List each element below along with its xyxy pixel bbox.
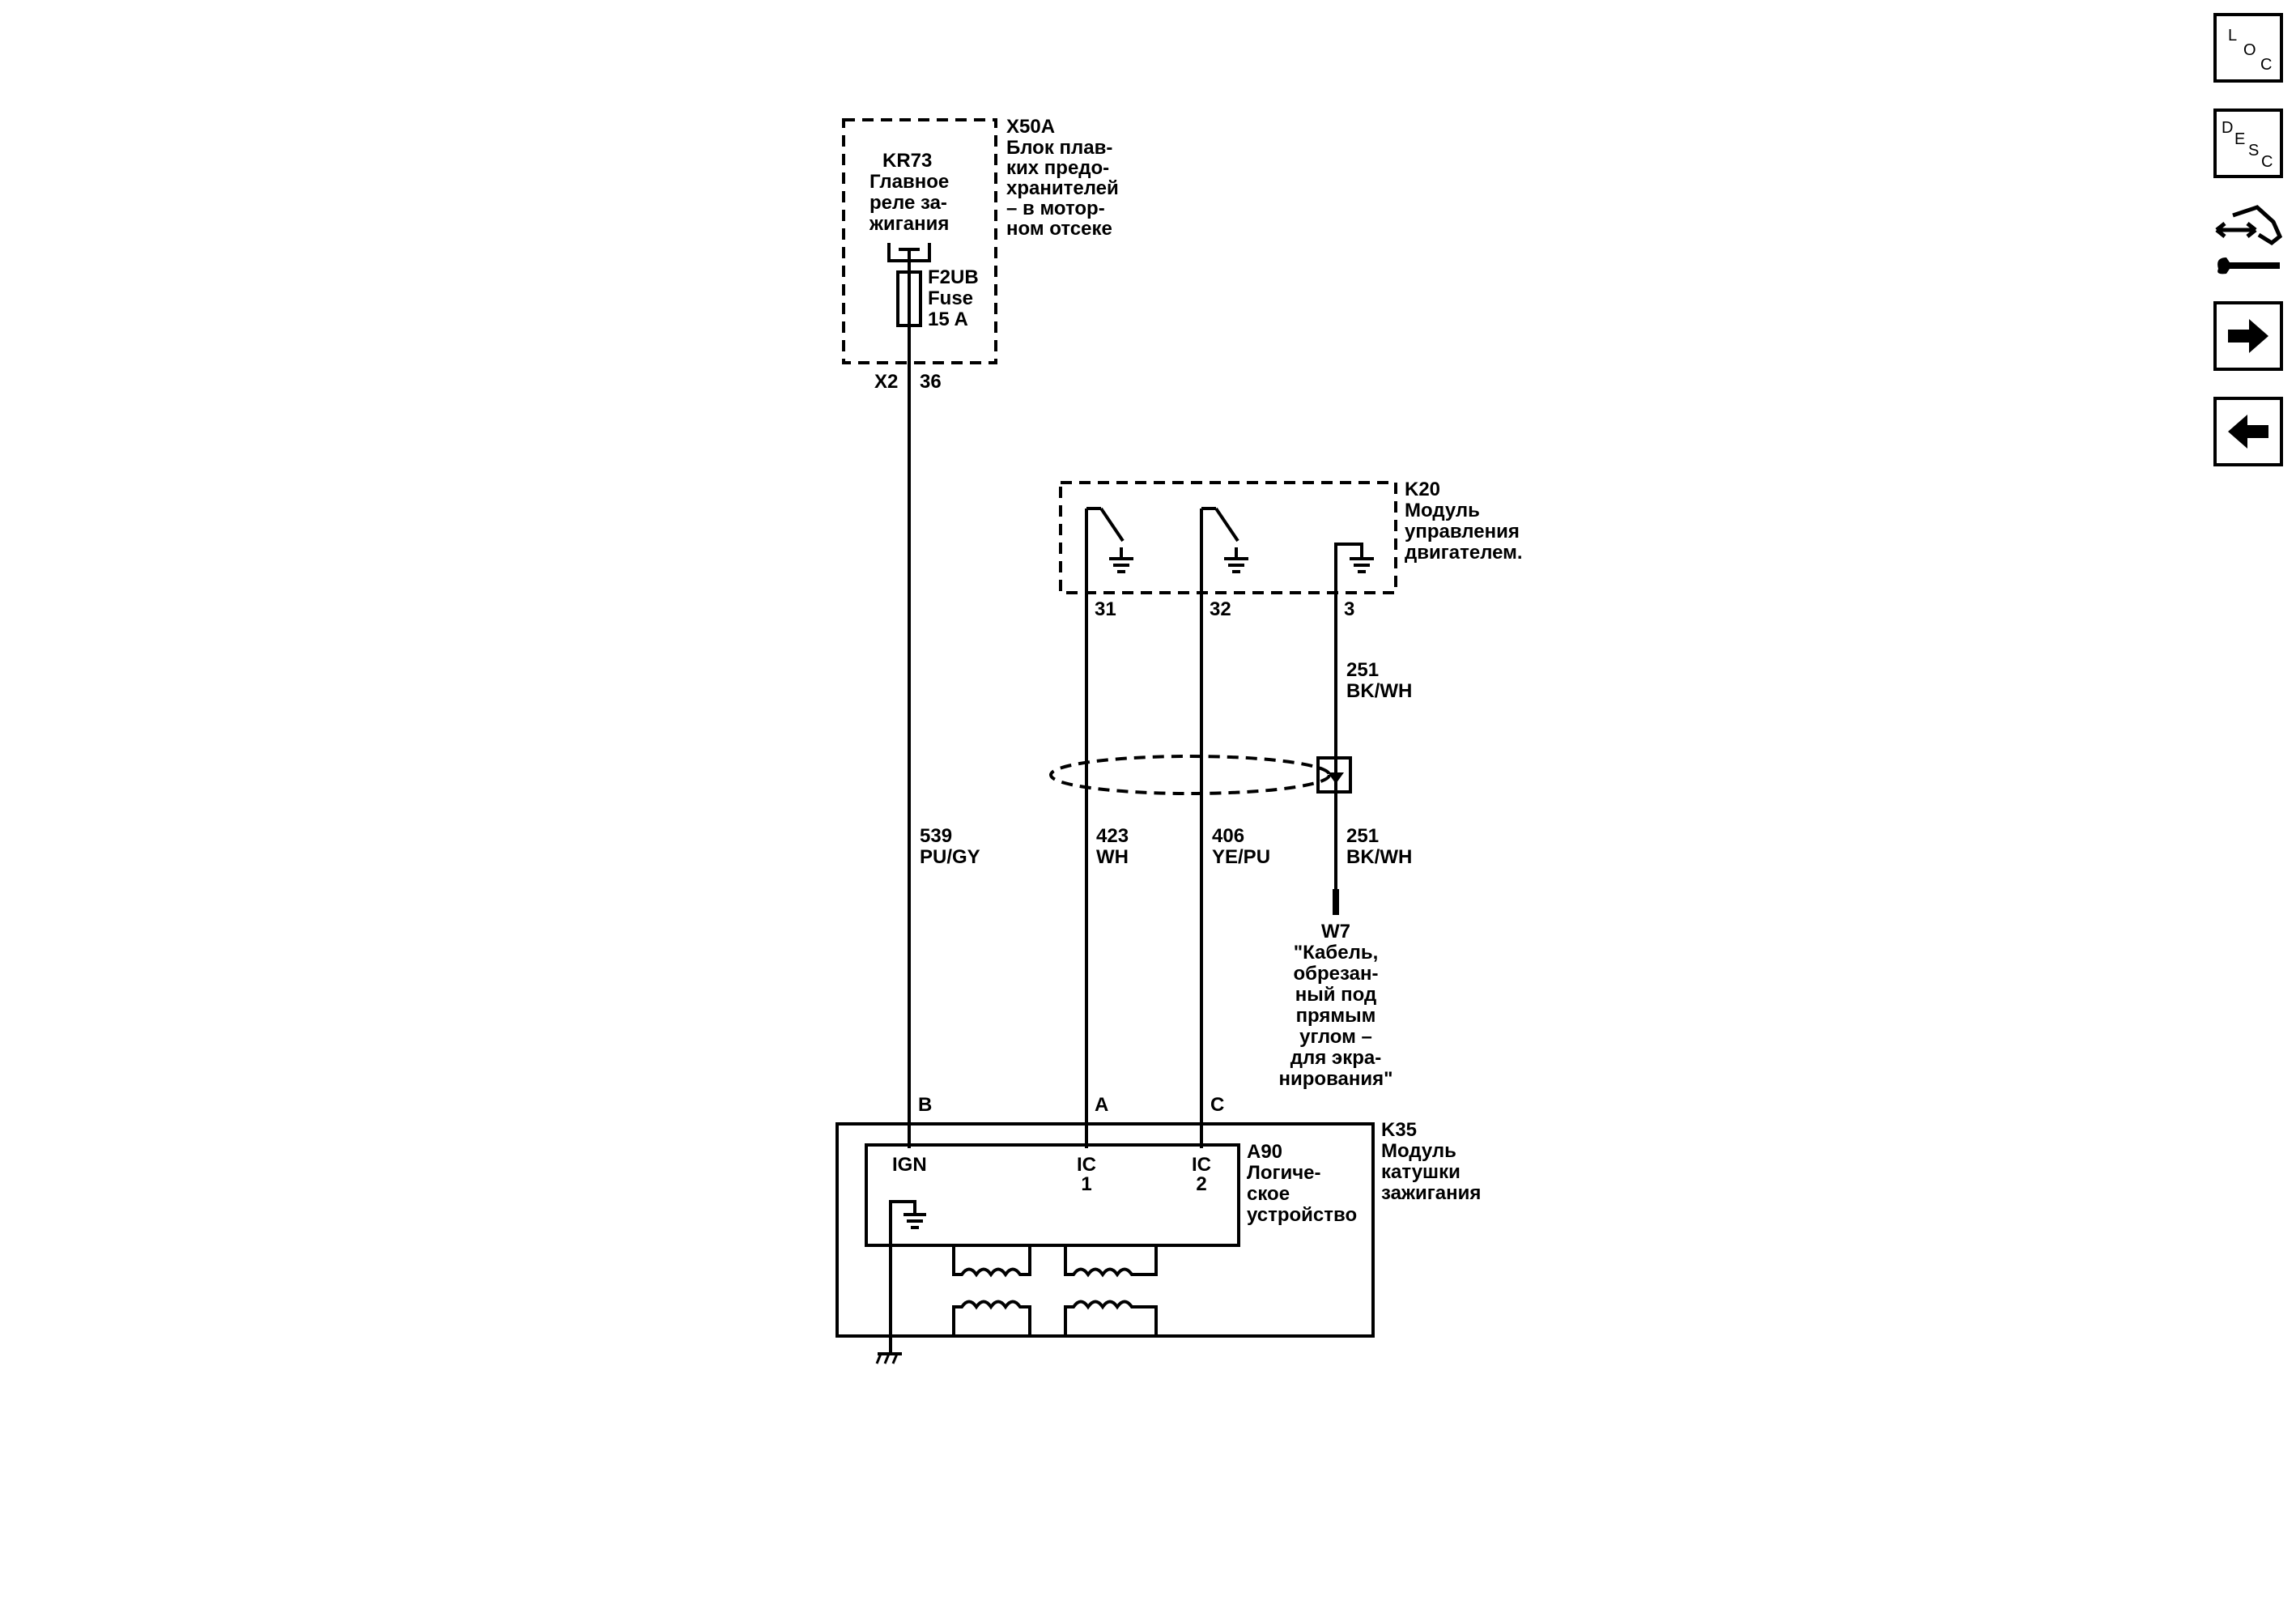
desc-letter-e: E bbox=[2234, 130, 2245, 148]
module-k35-desc-1: Модуль bbox=[1381, 1140, 1456, 1162]
wire-423: 423 WH bbox=[1085, 547, 1129, 1148]
pin-a-label: A bbox=[1095, 1094, 1108, 1116]
arrow-left-icon bbox=[2228, 415, 2268, 449]
wire-251-bottom-color: BK/WH bbox=[1346, 846, 1412, 868]
module-k35-desc-2: катушки bbox=[1381, 1161, 1461, 1183]
cable-w7-desc-3: ный под bbox=[1295, 984, 1377, 1006]
fuse-block-desc-1: Блок плав- bbox=[1006, 137, 1112, 159]
wire-406-color: YE/PU bbox=[1212, 846, 1270, 868]
wire-539-circuit: 539 bbox=[920, 825, 952, 847]
module-k20-desc-3: двигателем. bbox=[1405, 542, 1523, 564]
fuse-id: F2UB bbox=[928, 266, 979, 288]
logic-a90-desc-2: ское bbox=[1247, 1183, 1290, 1205]
prev-button[interactable] bbox=[2213, 397, 2283, 466]
pin-b-label: B bbox=[918, 1094, 932, 1116]
fuse-block-desc-4: – в мотор- bbox=[1006, 198, 1105, 219]
cable-w7-desc-4: прямым bbox=[1296, 1005, 1376, 1027]
fuse-block-id: X50A bbox=[1006, 116, 1055, 138]
relay-contact-icon bbox=[887, 243, 931, 272]
wire-251-top-circuit: 251 bbox=[1346, 659, 1379, 681]
fuse-block-x50a: X50A Блок плав- ких предо- хранителей – … bbox=[842, 116, 1119, 393]
desc-letter-s: S bbox=[2248, 142, 2259, 160]
loc-button[interactable]: L O C bbox=[2213, 13, 2283, 83]
ic1-label: IC bbox=[1077, 1154, 1096, 1176]
fuse-rating: 15 A bbox=[928, 309, 968, 330]
cable-w7-desc-5: углом – bbox=[1299, 1026, 1372, 1048]
cable-w7-desc-1: "Кабель, bbox=[1294, 942, 1379, 964]
switch-32-icon bbox=[1200, 507, 1248, 573]
cable-w7-desc-2: обрезан- bbox=[1294, 963, 1379, 985]
arrow-right-icon bbox=[2228, 319, 2268, 353]
ic2-label: IC bbox=[1192, 1154, 1211, 1176]
ground-3-icon bbox=[1334, 543, 1374, 591]
module-k20-desc-2: управления bbox=[1405, 521, 1520, 543]
wire-406-circuit: 406 bbox=[1212, 825, 1244, 847]
module-k35-desc-3: зажигания bbox=[1381, 1182, 1481, 1204]
wire-423-color: WH bbox=[1096, 846, 1129, 868]
switch-31-icon bbox=[1085, 507, 1133, 573]
shield-drain-icon bbox=[1049, 755, 1352, 795]
cable-w7-id: W7 bbox=[1321, 921, 1350, 943]
fuse-block-desc-3: хранителей bbox=[1006, 177, 1119, 199]
logic-a90-desc-1: Логиче- bbox=[1247, 1162, 1321, 1184]
fuse-block-desc-5: ном отсеке bbox=[1006, 218, 1112, 240]
wire-539-color: PU/GY bbox=[920, 846, 980, 868]
ign-terminal-label: IGN bbox=[892, 1154, 927, 1176]
module-k20-id: K20 bbox=[1405, 479, 1440, 500]
desc-button[interactable]: D E S C bbox=[2213, 109, 2283, 178]
logic-a90-outline bbox=[865, 1143, 1240, 1247]
ignition-coil-2-icon bbox=[1064, 1245, 1158, 1336]
wire-539: 539 PU/GY bbox=[908, 326, 980, 1148]
loc-letter-c: C bbox=[2260, 56, 2272, 74]
fuse-type: Fuse bbox=[928, 287, 973, 309]
relay-kr73-desc-2: реле за- bbox=[870, 192, 947, 214]
cable-w7-desc-6: для экра- bbox=[1290, 1047, 1381, 1069]
loc-icon: L O C bbox=[2228, 27, 2272, 74]
module-k35: K35 Модуль катушки зажигания B A C A90 Л… bbox=[835, 1094, 1481, 1364]
wire-406: 406 YE/PU bbox=[1200, 547, 1270, 1148]
connector-x2-label: X2 bbox=[874, 371, 898, 393]
loc-letter-l: L bbox=[2228, 27, 2237, 45]
wire-423-circuit: 423 bbox=[1096, 825, 1129, 847]
cable-w7-desc-7: нирования" bbox=[1279, 1068, 1393, 1090]
relay-kr73-desc-1: Главное bbox=[870, 171, 949, 193]
relay-kr73-id: KR73 bbox=[882, 150, 932, 172]
ic2-number: 2 bbox=[1196, 1173, 1206, 1195]
pin-32-label: 32 bbox=[1210, 598, 1231, 620]
ground-icon bbox=[889, 1200, 926, 1354]
fuse-block-outline bbox=[842, 118, 997, 364]
connector-repair-button[interactable] bbox=[2209, 198, 2290, 279]
module-k35-id: K35 bbox=[1381, 1119, 1417, 1141]
wire-251: 251 BK/WH 251 BK/WH bbox=[1333, 591, 1412, 915]
desc-letter-d: D bbox=[2222, 119, 2233, 137]
chassis-ground-icon bbox=[875, 1352, 902, 1364]
cable-w7: W7 "Кабель, обрезан- ный под прямым угло… bbox=[1279, 921, 1393, 1090]
module-k20-desc-1: Модуль bbox=[1405, 500, 1480, 521]
wire-251-top-color: BK/WH bbox=[1346, 680, 1412, 702]
connector-repair-icon bbox=[2215, 205, 2283, 274]
ic1-number: 1 bbox=[1081, 1173, 1091, 1195]
module-k35-outline bbox=[835, 1122, 1375, 1338]
ignition-coil-1-icon bbox=[952, 1245, 1031, 1336]
wire-251-bottom-circuit: 251 bbox=[1346, 825, 1379, 847]
pin-36-label: 36 bbox=[920, 371, 942, 393]
fuse-block-desc-2: ких предо- bbox=[1006, 157, 1109, 179]
relay-kr73-desc-3: жигания bbox=[869, 213, 949, 235]
pin-3-label: 3 bbox=[1344, 598, 1354, 620]
next-button[interactable] bbox=[2213, 301, 2283, 371]
desc-icon: D E S C bbox=[2222, 119, 2273, 171]
desc-letter-c: C bbox=[2261, 153, 2273, 171]
pin-c-label: C bbox=[1210, 1094, 1224, 1116]
pin-31-label: 31 bbox=[1095, 598, 1116, 620]
module-k20-outline bbox=[1059, 481, 1397, 594]
module-k20: K20 Модуль управления двигателем. bbox=[1059, 479, 1523, 620]
logic-a90-desc-3: устройство bbox=[1247, 1204, 1357, 1226]
logic-a90-id: A90 bbox=[1247, 1141, 1282, 1163]
loc-letter-o: O bbox=[2243, 41, 2256, 59]
